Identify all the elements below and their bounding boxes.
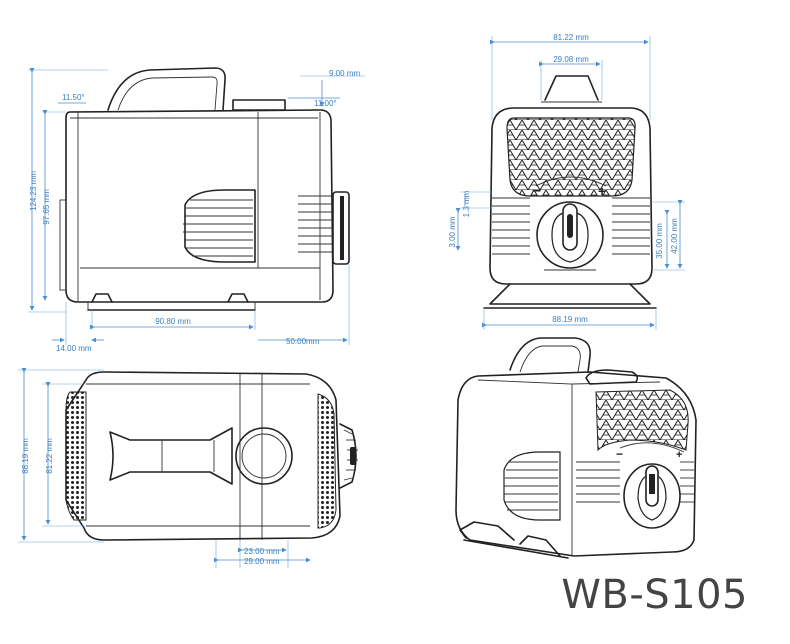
dim-top-width-total: 88.19 mm — [21, 438, 30, 474]
dim-outlet-inner: 23.00 mm — [244, 547, 280, 556]
top-handle — [109, 427, 233, 485]
perspective-view: − + — [455, 337, 697, 559]
dim-1-3: 1.3 mm — [462, 190, 471, 217]
side-view: 124.23 mm 97.65 mm 90.80 mm 14.00 mm 50.… — [28, 67, 365, 353]
iso-grille — [595, 389, 689, 452]
iso-body — [455, 371, 697, 557]
svg-text:+: + — [676, 449, 682, 461]
dim-top-width-inner: 81.22 mm — [45, 438, 54, 474]
front-base — [489, 283, 651, 305]
iso-top-cap — [585, 369, 639, 385]
top-outlet-outer — [235, 427, 293, 485]
dim-width-base: 88.19 mm — [552, 315, 588, 324]
dim-3-00: 3.00 mm — [448, 216, 457, 247]
model-name: WB-S105 — [561, 572, 748, 618]
dim-height-body: 97.65 mm — [42, 189, 51, 225]
dim-outlet-width: 29.08 mm — [553, 55, 589, 64]
dim-length: 90.80 mm — [155, 317, 191, 326]
top-grille-right — [317, 393, 337, 529]
front-grille — [506, 117, 636, 197]
side-top-cap — [232, 99, 286, 111]
top-grille-left — [65, 391, 87, 521]
dim-width-top: 81.22 mm — [553, 33, 589, 42]
side-knob — [332, 191, 350, 265]
dim-outlet-offset: 50.00mm — [286, 337, 320, 346]
iso-handle — [509, 337, 592, 373]
dim-top-small: 9.00 mm — [329, 69, 360, 78]
knob-plus-icon: + — [598, 183, 606, 199]
iso-motor-vent — [503, 451, 561, 521]
dim-angle-right: 11.00° — [314, 99, 337, 108]
dim-outlet-outer: 29.00 mm — [244, 557, 280, 566]
iso-foot-left — [459, 521, 515, 541]
dim-foot-offset: 14.00 mm — [56, 344, 92, 353]
side-foot-left — [91, 293, 113, 303]
front-outlet — [544, 75, 599, 101]
front-view: − + 81.22 mm 29.08 mm 88.19 mm 1.3 mm 3.… — [448, 33, 685, 330]
dim-42-00: 42.00 mm — [670, 218, 679, 254]
knob-minus-icon: − — [532, 183, 541, 200]
top-body — [65, 371, 341, 541]
side-body — [65, 109, 334, 303]
front-body — [489, 107, 653, 285]
top-view: 88.19 mm 81.22 mm 23.00 mm 29.00 mm — [18, 368, 358, 568]
side-handle — [107, 67, 226, 111]
side-motor-vent — [184, 189, 256, 263]
dim-35-00: 35.00 mm — [655, 223, 664, 259]
dim-angle-left: 11.50° — [62, 93, 85, 102]
svg-text:−: − — [616, 447, 623, 461]
dim-height-total: 124.23 mm — [29, 171, 38, 211]
